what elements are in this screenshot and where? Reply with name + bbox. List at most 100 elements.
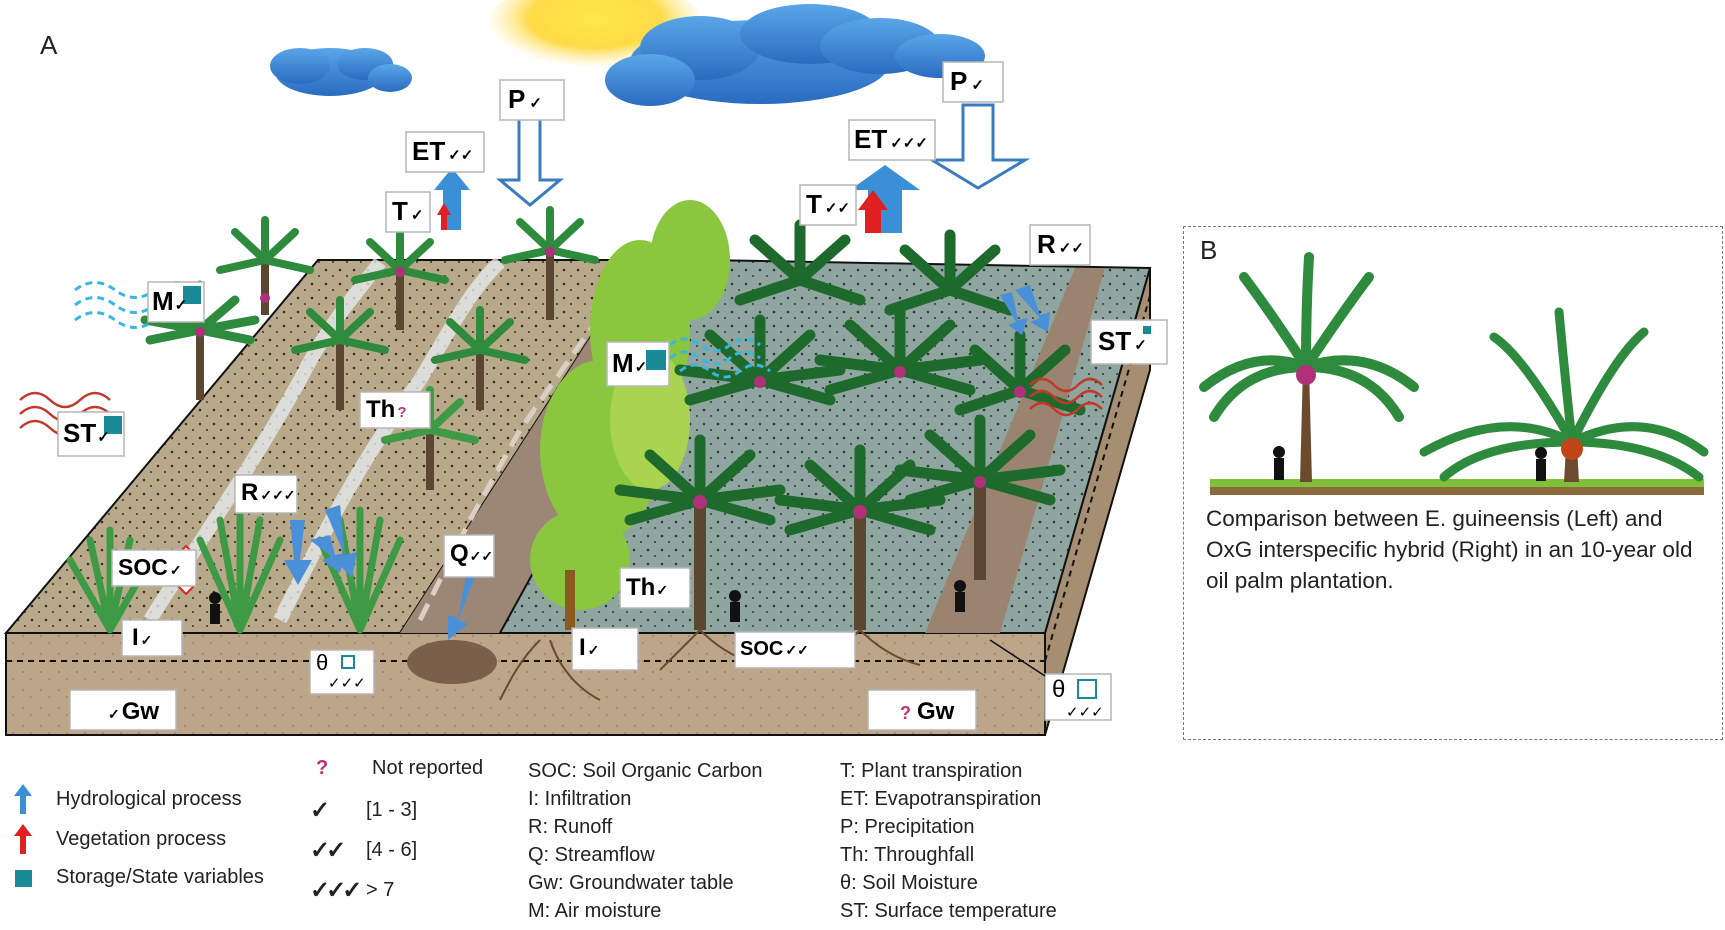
tag-ticks: ✓✓✓ [260, 487, 296, 503]
tag-infiltration-right: I✓ [579, 634, 599, 662]
tag-ticks: ✓ [971, 77, 984, 94]
legend-more-than-seven: ✓✓✓ > 7 [310, 876, 394, 905]
abbreviation-item: R: Runoff [528, 816, 613, 838]
tag-et-right: ET✓✓✓ [854, 124, 928, 155]
tag-ticks: ✓✓ [785, 642, 809, 658]
panel-a-label: A [40, 30, 58, 60]
farmer-icons-panel-b [1273, 446, 1547, 481]
tag-symbol: I [579, 634, 586, 661]
farmer-icons [209, 580, 966, 624]
label-boxes [57, 61, 1168, 731]
palm-fruit-bunches [195, 247, 1026, 519]
legend-label: [1 - 3] [366, 799, 418, 821]
legend-label: Not reported [372, 757, 484, 779]
tag-symbol: Th [626, 574, 656, 601]
tag-symbol: T [806, 189, 822, 219]
tag-infiltration-left: I✓ [132, 624, 152, 652]
abbreviation-item: θ: Soil Moisture [840, 872, 978, 894]
tag-air-moisture-right: M✓ [612, 348, 647, 379]
abbreviation-item: P: Precipitation [840, 816, 975, 838]
tag-ticks: ✓✓ [824, 200, 851, 217]
not-reported-mark: ? [397, 404, 407, 421]
legend-hydrological: Hydrological process [10, 784, 242, 814]
storage-hollow-squares [341, 655, 1097, 699]
grass-strip [1210, 479, 1704, 487]
legend-label: Storage/State variables [56, 866, 264, 888]
tag-symbol: SOC [118, 554, 168, 580]
tag-symbol: θ [316, 650, 329, 675]
tag-ticks: ✓ [97, 429, 110, 446]
legend-vegetation: Vegetation process [10, 824, 226, 854]
stream-bed [407, 640, 497, 684]
tag-symbol: ST [63, 418, 97, 448]
tag-streamflow: Q✓✓ [450, 540, 493, 568]
palm-trees-right [614, 219, 1086, 630]
blue-arrow-icon [10, 784, 36, 814]
tag-symbol: SOC [740, 638, 784, 660]
abbreviation-item: I: Infiltration [528, 788, 632, 810]
tag-soil-moisture-right: θ✓✓✓ [1052, 678, 1104, 723]
palm-comparison-illustration [1199, 252, 1709, 495]
precipitation-arrows [495, 103, 1031, 207]
tag-symbol: P [950, 66, 968, 96]
abbreviation-list-2: T: Plant transpiration ET: Evapotranspir… [840, 757, 1057, 925]
abbreviation-item: Th: Throughfall [840, 844, 975, 866]
cloud-left-icon [270, 48, 412, 96]
tag-symbol: ST [1098, 326, 1132, 356]
tag-symbol: θ [1052, 676, 1066, 703]
tag-runoff-left: R✓✓✓ [241, 479, 296, 507]
runoff-arrows [284, 285, 1050, 585]
tag-et-left: ET✓✓ [412, 136, 473, 167]
roots [499, 629, 921, 701]
riparian-trunk [565, 570, 575, 630]
tag-ticks: ✓ [174, 297, 188, 314]
triple-check-icon: ✓✓✓ [310, 877, 362, 904]
tag-ticks: ✓ [1134, 337, 1147, 354]
legend-one-to-three: ✓ [1 - 3] [310, 796, 417, 825]
tag-symbol: R [241, 479, 259, 506]
palm-e-guineensis-icon [1199, 252, 1419, 482]
legend-four-to-six: ✓✓ [4 - 6] [310, 836, 417, 865]
legend-not-reported: ? Not reported [310, 757, 483, 780]
tag-surface-temp-left: ST✓ [63, 418, 110, 449]
panel-a-tags: P✓ P✓ ET✓✓ ET✓✓✓ T✓ T✓✓ R✓✓ ST✓ M✓ M✓ ST… [63, 66, 1147, 726]
legend-storage: Storage/State variables [10, 866, 264, 889]
tag-symbol: ET [412, 136, 446, 166]
abbreviation-item: T: Plant transpiration [840, 760, 1023, 782]
tag-symbol: R [1037, 229, 1056, 259]
tag-ticks: ✓✓ [469, 548, 494, 564]
tag-groundwater-left: ✓Gw [108, 698, 159, 726]
tag-ticks: ✓ [529, 95, 542, 112]
tag-ticks: ✓✓ [1058, 240, 1084, 257]
tag-symbol: M [152, 286, 174, 316]
panel-b-label: B [1200, 235, 1218, 265]
tag-ticks: ✓✓✓ [328, 675, 366, 692]
tag-ticks: ✓ [169, 562, 182, 578]
tag-symbol: Q [450, 540, 469, 567]
double-check-icon: ✓✓ [310, 837, 346, 864]
tag-precipitation-right: P✓ [950, 66, 984, 97]
ground-strip [1210, 487, 1704, 495]
panel-a [3, 0, 1168, 736]
tag-symbol: Gw [121, 698, 160, 725]
tag-groundwater-right: ?Gw [900, 698, 954, 726]
legend-label: Hydrological process [56, 787, 242, 810]
tag-soc-left: SOC✓ [118, 554, 182, 581]
teal-square-icon [10, 868, 36, 888]
tag-ticks: ✓ [410, 207, 424, 224]
panel-b: B [1183, 226, 1723, 740]
tag-runoff-right: R✓✓ [1037, 229, 1084, 260]
check-icon: ✓ [310, 797, 331, 824]
tag-transpiration-right: T✓✓ [806, 189, 850, 220]
tag-precipitation-left: P✓ [508, 84, 542, 115]
legend-label: [4 - 6] [366, 839, 418, 861]
air-moisture-right-icon [669, 337, 771, 379]
tag-ticks: ✓✓✓ [890, 135, 928, 152]
abbreviation-item: SOC: Soil Organic Carbon [528, 760, 763, 782]
palm-oxg-hybrid-icon [1419, 307, 1709, 482]
abbreviation-list-1: SOC: Soil Organic Carbon I: Infiltration… [528, 757, 763, 925]
palm-trees-left [66, 206, 599, 634]
tag-ticks: ✓ [656, 582, 669, 598]
tag-throughfall-left: Th? [366, 396, 407, 424]
theta-pointer-line [989, 639, 1046, 677]
